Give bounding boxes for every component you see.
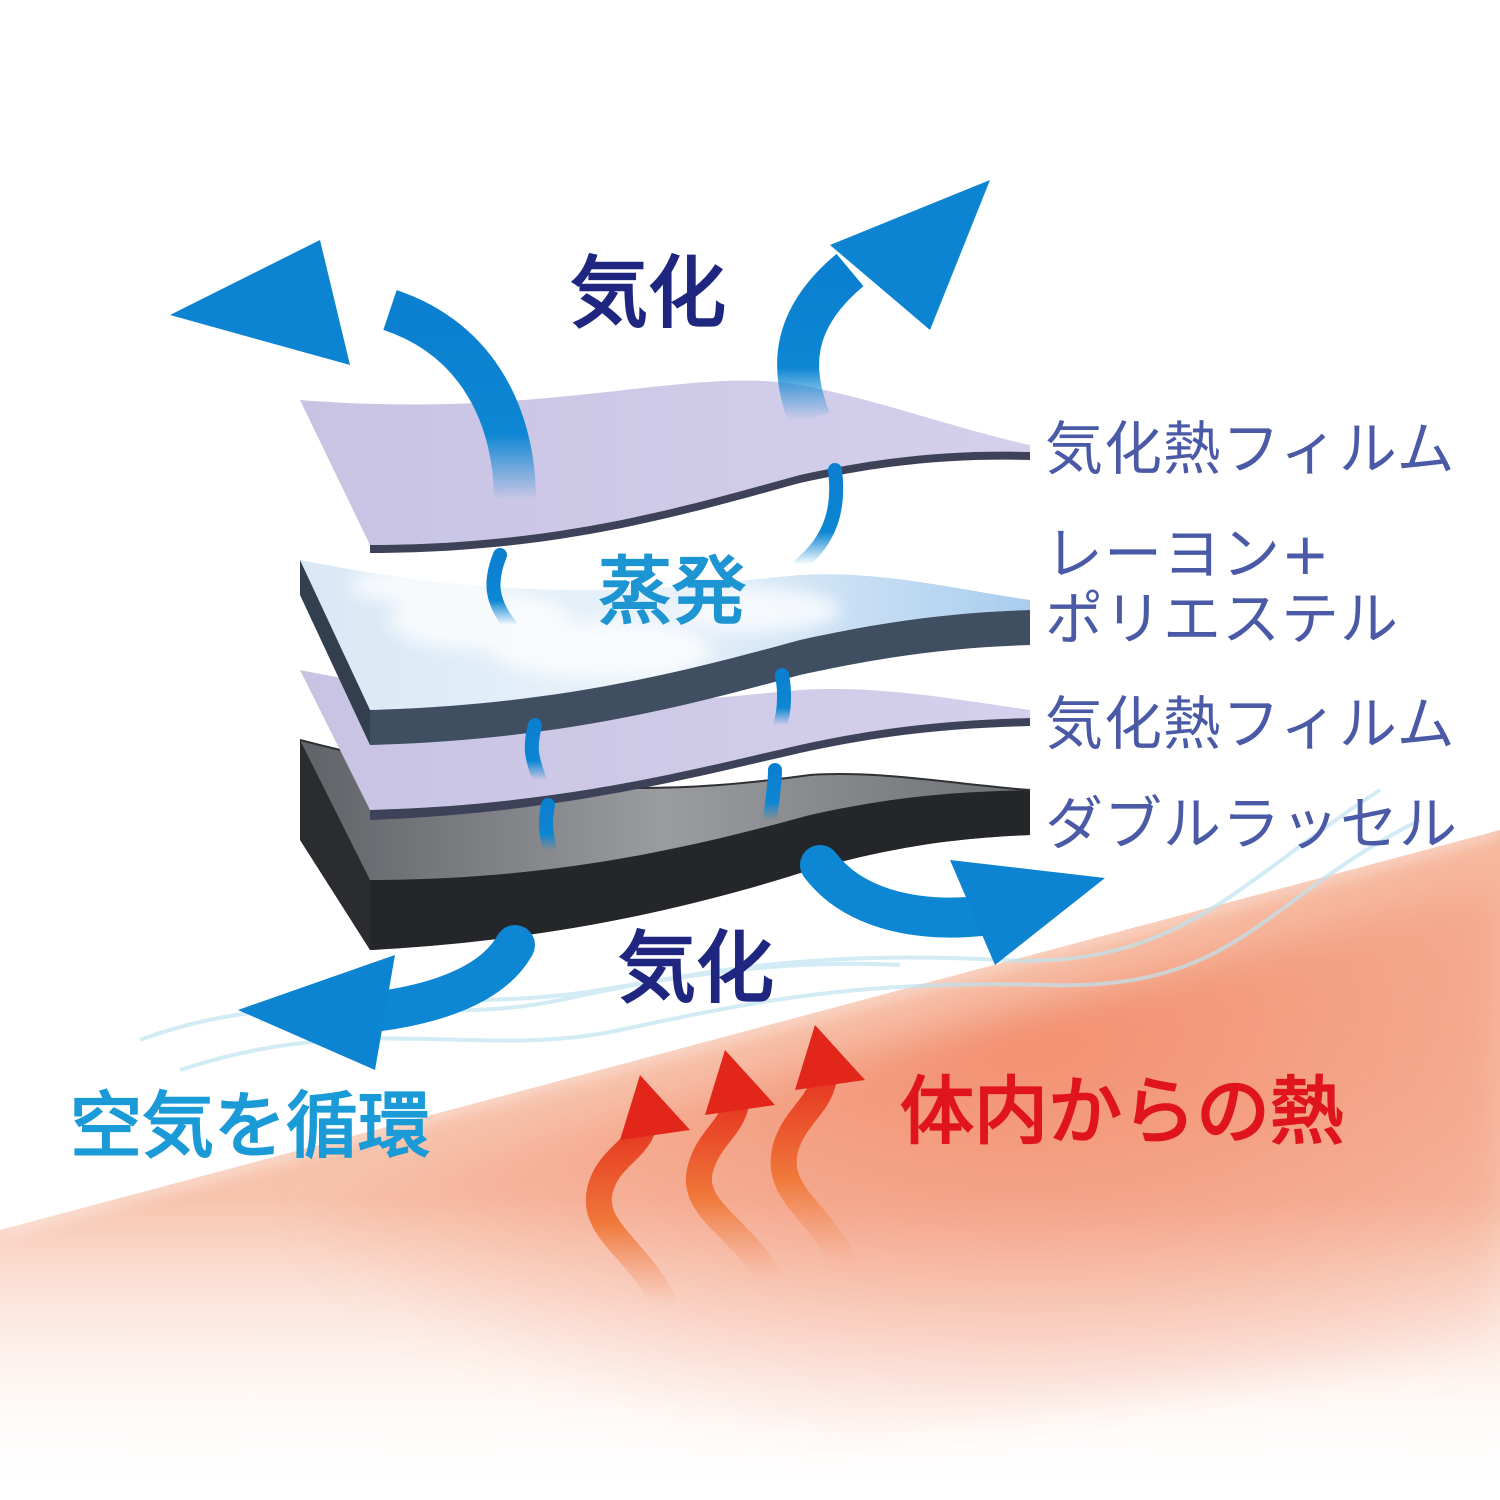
blue-curved-arrow-bottom-left: [238, 925, 535, 1070]
label-vaporization-top: 気化: [570, 249, 727, 339]
layer-rayon-polyester: [300, 560, 1030, 745]
blue-curved-arrow-bottom-right: [800, 845, 1105, 965]
label-evaporation: 蒸発: [598, 549, 746, 635]
skin-edge: [0, 827, 1500, 1233]
layer-label-film-lower: 気化熱フィルム: [1045, 690, 1456, 758]
label-body-heat: 体内からの熱: [900, 1069, 1344, 1155]
blue-curved-arrow-top-left: [170, 240, 536, 501]
heat-wave-arrow-1: [585, 1075, 690, 1311]
label-air-circulation: 空気を循環: [70, 1084, 431, 1168]
layer-label-double-russel: ダブルラッセル: [1045, 790, 1459, 858]
heat-wave-arrows: [585, 1025, 865, 1311]
blue-curved-arrow-top-right: [777, 180, 990, 428]
layer-label-rayon-line2: ポリエステル: [1045, 585, 1400, 653]
layer-film-top: [300, 380, 1030, 553]
layer-label-rayon-line1: レーヨン+: [1045, 520, 1331, 588]
layer-label-film-top: 気化熱フィルム: [1045, 415, 1456, 483]
label-vaporization-bottom: 気化: [618, 924, 775, 1014]
moisture-flows: [486, 463, 844, 857]
skin-glow: [300, 880, 1500, 1500]
heat-wave-arrow-2: [685, 1050, 782, 1287]
heat-wave-arrow-3: [770, 1025, 865, 1271]
